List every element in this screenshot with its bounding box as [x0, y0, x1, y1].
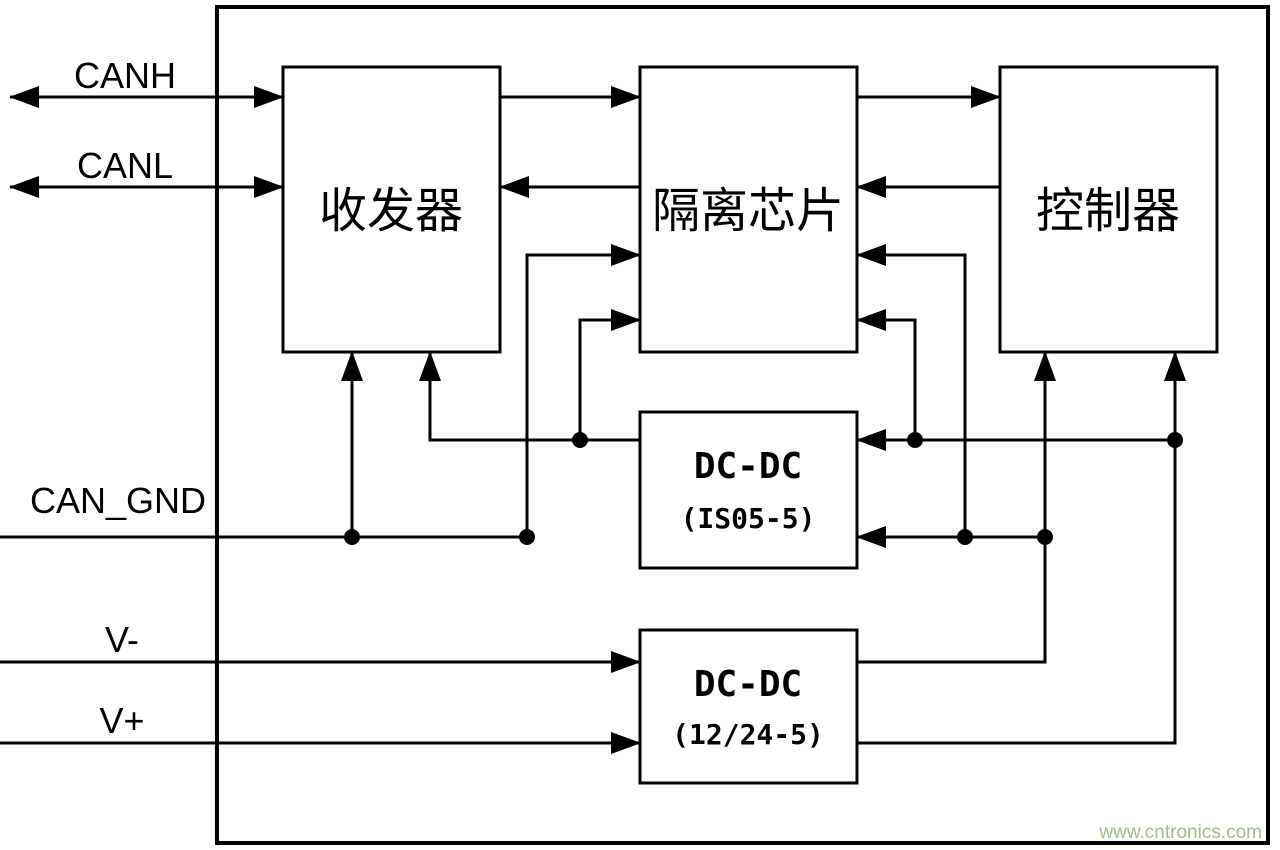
junction-dot — [519, 529, 535, 545]
system-boundary — [215, 5, 1270, 845]
junction-dot — [344, 529, 360, 545]
transceiver-block — [281, 65, 502, 354]
main-dcdc-out1-to-controller — [857, 351, 1056, 664]
junction-dot — [957, 529, 973, 545]
dcdc-iso-block — [638, 410, 859, 570]
canh-label: CANH — [74, 55, 176, 96]
isolation-chip-block — [638, 65, 859, 354]
junction-dot — [907, 432, 923, 448]
junction-dot — [572, 432, 588, 448]
dcdc-main-block — [638, 628, 859, 785]
isolation-chip-label: 隔离芯片 — [652, 185, 844, 238]
transceiver-label: 收发器 — [319, 185, 463, 238]
junction-dot — [1037, 529, 1053, 545]
iso-dcdc-out-to-isolation — [578, 309, 641, 440]
dcdc-main-label: DC-DC — [694, 664, 802, 705]
canl-label: CANL — [77, 145, 173, 186]
watermark: www.cntronics.com — [1098, 822, 1262, 843]
iso-dcdc-out-to-transceiver — [419, 351, 640, 442]
main-dcdc-out2-to-controller — [857, 351, 1186, 745]
junction-dot — [1167, 432, 1183, 448]
controller-label: 控制器 — [1036, 185, 1180, 238]
gnd-to-isolation-right — [856, 244, 967, 537]
dcdc-main-sublabel: (12/24-5) — [672, 718, 824, 751]
can-gnd-to-isolation — [525, 244, 641, 537]
v-plus-label: V+ — [99, 700, 144, 741]
v-minus-label: V- — [105, 619, 139, 660]
dcdc-iso-sublabel: (IS05-5) — [681, 502, 816, 535]
dcdc-iso-label: DC-DC — [694, 446, 802, 487]
supply-to-isolation-right — [856, 309, 917, 440]
controller-block — [998, 65, 1219, 354]
can-gnd-label: CAN_GND — [30, 480, 206, 521]
